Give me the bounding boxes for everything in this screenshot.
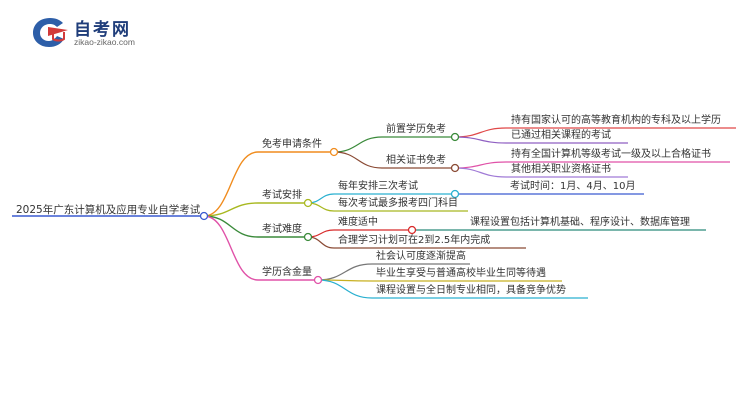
node-competitive-advantage[interactable]: 课程设置与全日制专业相同，具备竞争优势 bbox=[376, 285, 566, 296]
branch-exam-schedule[interactable]: 考试安排 bbox=[262, 190, 302, 201]
edge-b3-c0 bbox=[317, 263, 373, 281]
edge-b0-c1 bbox=[333, 151, 383, 169]
leaf-passed-courses[interactable]: 已通过相关课程的考试 bbox=[511, 130, 611, 141]
node-prior-education-exemption[interactable]: 前置学历免考 bbox=[386, 124, 446, 135]
branch-knot-0[interactable] bbox=[329, 147, 339, 157]
site-title: 自考网 bbox=[74, 20, 131, 40]
branch-exemption-conditions[interactable]: 免考申请条件 bbox=[262, 139, 322, 150]
knot-b1-c0[interactable] bbox=[450, 189, 460, 199]
edge-b0-c1-l0 bbox=[454, 161, 507, 169]
node-three-sessions[interactable]: 每年安排三次考试 bbox=[338, 181, 418, 192]
leaf-ncre-certificate[interactable]: 持有全国计算机等级考试一级及以上合格证书 bbox=[511, 149, 711, 160]
branch-degree-value[interactable]: 学历含金量 bbox=[262, 267, 312, 278]
edge-b3-c2 bbox=[317, 279, 373, 299]
knot-b2-c0[interactable] bbox=[407, 225, 417, 235]
branch-knot-3[interactable] bbox=[313, 275, 323, 285]
leaf-course-content[interactable]: 课程设置包括计算机基础、程序设计、数据库管理 bbox=[470, 217, 690, 228]
node-moderate-difficulty[interactable]: 难度适中 bbox=[338, 217, 378, 228]
node-equal-treatment[interactable]: 毕业生享受与普通高校毕业生同等待遇 bbox=[376, 268, 546, 279]
edge-root-branch-2 bbox=[203, 215, 259, 238]
node-certificate-exemption[interactable]: 相关证书免考 bbox=[386, 155, 446, 166]
branch-exam-difficulty[interactable]: 考试难度 bbox=[262, 224, 302, 235]
leaf-other-certificates[interactable]: 其他相关职业资格证书 bbox=[511, 164, 611, 175]
node-study-duration[interactable]: 合理学习计划可在2到2.5年内完成 bbox=[338, 235, 491, 246]
leaf-exam-months[interactable]: 考试时间：1月、4月、10月 bbox=[510, 181, 636, 192]
graduation-cap-icon bbox=[33, 18, 68, 47]
edge-b0-c1-l1 bbox=[454, 167, 507, 178]
leaf-college-degree[interactable]: 持有国家认可的高等教育机构的专科及以上学历 bbox=[511, 115, 721, 126]
site-logo[interactable]: 自考网 zikao-zikao.com bbox=[30, 14, 180, 50]
root-topic[interactable]: 2025年广东计算机及应用专业自学考试 bbox=[16, 204, 201, 216]
edge-root-branch-1 bbox=[203, 202, 259, 217]
edge-b0-c0-l1 bbox=[454, 136, 507, 144]
knot-b0-c1[interactable] bbox=[450, 163, 460, 173]
edge-root-branch-3 bbox=[203, 215, 259, 281]
node-four-subjects[interactable]: 每次考试最多报考四门科目 bbox=[338, 198, 458, 209]
node-social-recognition[interactable]: 社会认可度逐渐提高 bbox=[376, 251, 466, 262]
root-knot[interactable] bbox=[199, 211, 209, 221]
knot-b0-c0[interactable] bbox=[450, 132, 460, 142]
edge-b2-c1 bbox=[307, 236, 335, 249]
branch-knot-1[interactable] bbox=[303, 198, 313, 208]
branch-knot-2[interactable] bbox=[303, 232, 313, 242]
edge-b0-c0 bbox=[333, 136, 383, 153]
site-url: zikao-zikao.com bbox=[74, 37, 135, 47]
edge-root-branch-0 bbox=[203, 151, 259, 217]
edge-b0-c0-l0 bbox=[454, 127, 507, 138]
